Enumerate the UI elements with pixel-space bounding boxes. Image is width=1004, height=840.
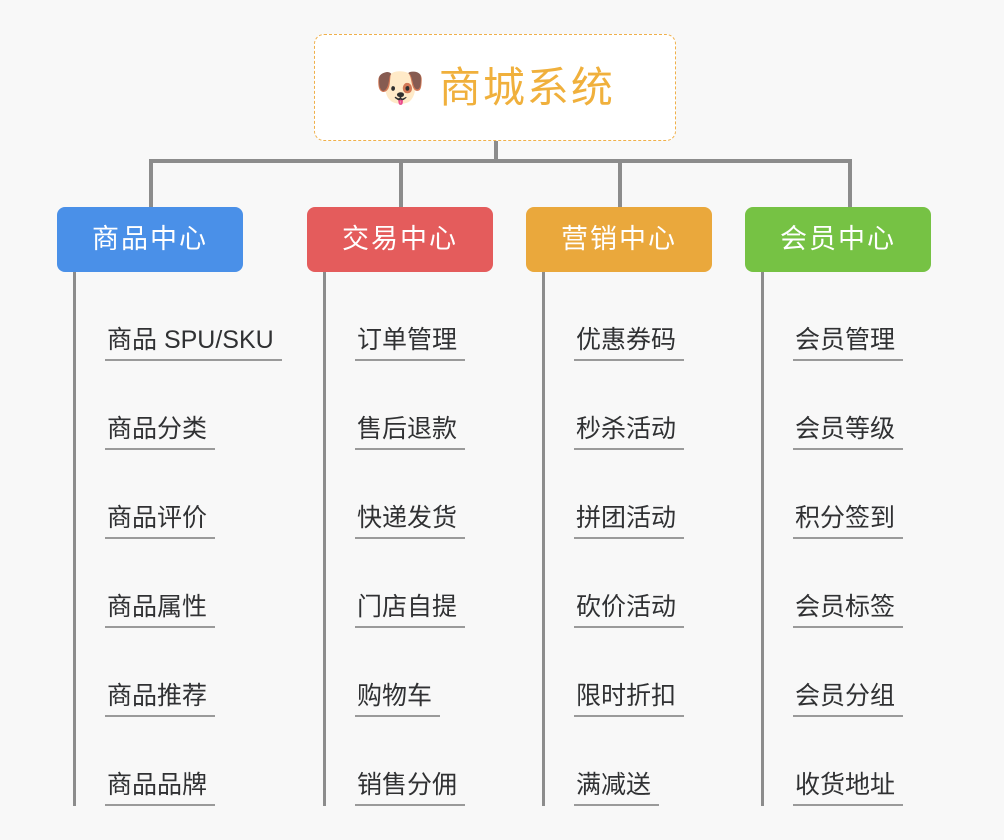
leaf-item[interactable]: 订单管理 <box>323 272 466 361</box>
branch-header-label: 商品中心 <box>92 224 208 254</box>
leaf-item-label: 限时折扣 <box>574 683 685 717</box>
leaf-item-label: 秒杀活动 <box>574 416 685 450</box>
branch-header-label: 营销中心 <box>561 224 677 254</box>
leaf-item-label: 销售分佣 <box>355 772 466 806</box>
root-connector-bar <box>149 159 852 163</box>
leaf-item-label: 门店自提 <box>355 594 466 628</box>
leaf-item-label: 会员分组 <box>793 683 904 717</box>
leaf-item[interactable]: 商品推荐 <box>73 628 282 717</box>
branch-spine <box>542 272 545 806</box>
leaf-item[interactable]: 优惠券码 <box>542 272 685 361</box>
root-node[interactable]: 🐶 商城系统 <box>314 34 676 141</box>
branch-spine <box>73 272 76 806</box>
branch-connector-drop <box>618 159 622 207</box>
branch-spine <box>761 272 764 806</box>
leaf-list: 订单管理售后退款快递发货门店自提购物车销售分佣 <box>323 272 466 806</box>
branch-connector-drop <box>848 159 852 207</box>
leaf-item[interactable]: 积分签到 <box>761 450 904 539</box>
leaf-item-label: 积分签到 <box>793 505 904 539</box>
leaf-item-label: 会员等级 <box>793 416 904 450</box>
leaf-item[interactable]: 销售分佣 <box>323 717 466 806</box>
leaf-item[interactable]: 门店自提 <box>323 539 466 628</box>
leaf-item-label: 商品推荐 <box>105 683 216 717</box>
branch-product-center: 商品中心商品 SPU/SKU 商品分类商品评价商品属性商品推荐商品品牌 <box>57 207 282 806</box>
leaf-item-label: 商品 SPU/SKU <box>105 327 282 361</box>
leaf-item-label: 购物车 <box>355 683 441 717</box>
branch-header-marketing-center[interactable]: 营销中心 <box>526 207 712 272</box>
leaf-item-label: 订单管理 <box>355 327 466 361</box>
leaf-item[interactable]: 商品分类 <box>73 361 282 450</box>
leaf-item-label: 拼团活动 <box>574 505 685 539</box>
leaf-list: 商品 SPU/SKU 商品分类商品评价商品属性商品推荐商品品牌 <box>73 272 282 806</box>
root-title: 商城系统 <box>438 63 615 111</box>
leaf-item[interactable]: 拼团活动 <box>542 450 685 539</box>
leaf-item-label: 商品属性 <box>105 594 216 628</box>
leaf-item-label: 会员标签 <box>793 594 904 628</box>
leaf-item[interactable]: 快递发货 <box>323 450 466 539</box>
leaf-item-label: 优惠券码 <box>574 327 685 361</box>
branch-spine <box>323 272 326 806</box>
branch-connector-drop <box>399 159 403 207</box>
leaf-item-label: 商品分类 <box>105 416 216 450</box>
leaf-item[interactable]: 购物车 <box>323 628 465 717</box>
branch-member-center: 会员中心会员管理会员等级积分签到会员标签会员分组收货地址 <box>745 207 931 806</box>
leaf-item-label: 满减送 <box>574 772 660 806</box>
leaf-item[interactable]: 商品 SPU/SKU <box>73 272 282 361</box>
leaf-item[interactable]: 满减送 <box>542 717 684 806</box>
branch-trade-center: 交易中心订单管理售后退款快递发货门店自提购物车销售分佣 <box>307 207 493 806</box>
leaf-item[interactable]: 商品品牌 <box>73 717 282 806</box>
leaf-list: 会员管理会员等级积分签到会员标签会员分组收货地址 <box>761 272 904 806</box>
leaf-item[interactable]: 会员标签 <box>761 539 904 628</box>
branch-marketing-center: 营销中心优惠券码秒杀活动拼团活动砍价活动限时折扣满减送 <box>526 207 712 806</box>
leaf-item[interactable]: 会员等级 <box>761 361 904 450</box>
leaf-item[interactable]: 商品属性 <box>73 539 282 628</box>
branch-header-product-center[interactable]: 商品中心 <box>57 207 243 272</box>
leaf-item-label: 商品品牌 <box>105 772 216 806</box>
leaf-item[interactable]: 秒杀活动 <box>542 361 685 450</box>
shiba-dog-face-icon: 🐶 <box>375 65 425 110</box>
leaf-item-label: 商品评价 <box>105 505 216 539</box>
branch-connector-drop <box>149 159 153 207</box>
leaf-item[interactable]: 砍价活动 <box>542 539 685 628</box>
leaf-item[interactable]: 会员管理 <box>761 272 904 361</box>
leaf-item[interactable]: 限时折扣 <box>542 628 685 717</box>
leaf-item[interactable]: 收货地址 <box>761 717 904 806</box>
branch-header-member-center[interactable]: 会员中心 <box>745 207 931 272</box>
root-connector-stem <box>494 141 498 162</box>
leaf-item[interactable]: 售后退款 <box>323 361 466 450</box>
leaf-item-label: 收货地址 <box>793 772 904 806</box>
leaf-item-label: 快递发货 <box>355 505 466 539</box>
branch-header-label: 交易中心 <box>342 224 458 254</box>
leaf-item[interactable]: 会员分组 <box>761 628 904 717</box>
leaf-item[interactable]: 商品评价 <box>73 450 282 539</box>
leaf-list: 优惠券码秒杀活动拼团活动砍价活动限时折扣满减送 <box>542 272 685 806</box>
branch-header-label: 会员中心 <box>780 224 896 254</box>
leaf-item-label: 售后退款 <box>355 416 466 450</box>
leaf-item-label: 砍价活动 <box>574 594 685 628</box>
leaf-item-label: 会员管理 <box>793 327 904 361</box>
branch-header-trade-center[interactable]: 交易中心 <box>307 207 493 272</box>
